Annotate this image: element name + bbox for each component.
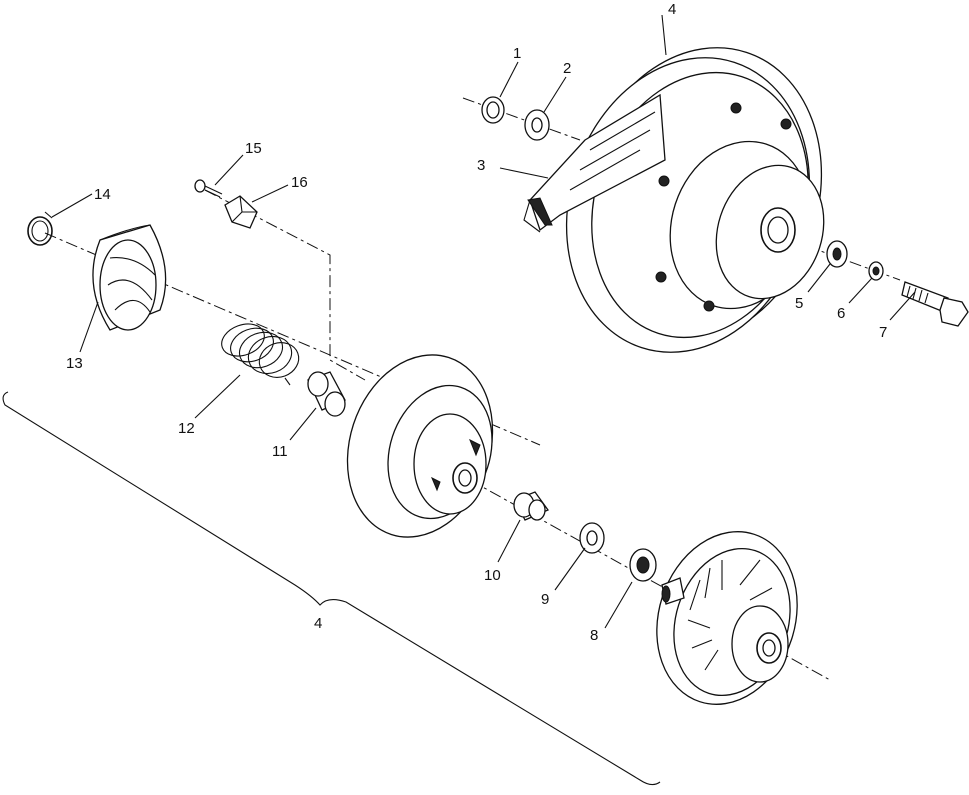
bushing-1 [481, 96, 505, 124]
assembly-bracket [2, 391, 661, 786]
callout-labels: 1 2 3 4 5 6 7 8 9 10 11 12 13 14 15 16 4 [66, 1, 887, 644]
moveable-sheave [346, 354, 494, 538]
washer-9 [579, 522, 605, 554]
bushing-11 [307, 371, 346, 417]
bolt-7 [901, 281, 969, 327]
callout-10: 10 [484, 567, 501, 584]
snap-ring-14 [27, 211, 53, 246]
callout-2: 2 [563, 60, 571, 77]
stationary-sheave [656, 531, 798, 705]
driven-clutch-assembly [565, 47, 825, 353]
callout-1: 1 [513, 45, 521, 62]
helix-cam-13 [92, 224, 167, 331]
callout-4-upper: 4 [668, 1, 676, 18]
leader-lines [51, 14, 916, 629]
washer-8 [629, 548, 657, 582]
callout-15: 15 [245, 140, 262, 157]
callout-14: 14 [94, 186, 111, 203]
drive-belt [523, 93, 666, 233]
callout-8: 8 [590, 627, 598, 644]
washer-5 [826, 240, 848, 268]
callout-11: 11 [272, 443, 288, 460]
callout-7: 7 [879, 324, 887, 341]
callout-4-bracket: 4 [314, 615, 322, 632]
callout-5: 5 [795, 295, 803, 312]
callout-12: 12 [178, 420, 195, 437]
callout-6: 6 [837, 305, 845, 322]
screw-15 [194, 179, 223, 198]
callout-3: 3 [477, 157, 485, 174]
button-16 [224, 195, 258, 229]
callout-9: 9 [541, 591, 549, 608]
lock-washer-6 [868, 261, 884, 281]
callout-13: 13 [66, 355, 83, 372]
washer-2 [524, 109, 550, 141]
bushing-10 [513, 491, 549, 521]
callout-16: 16 [291, 174, 308, 191]
spring-12 [221, 323, 300, 386]
